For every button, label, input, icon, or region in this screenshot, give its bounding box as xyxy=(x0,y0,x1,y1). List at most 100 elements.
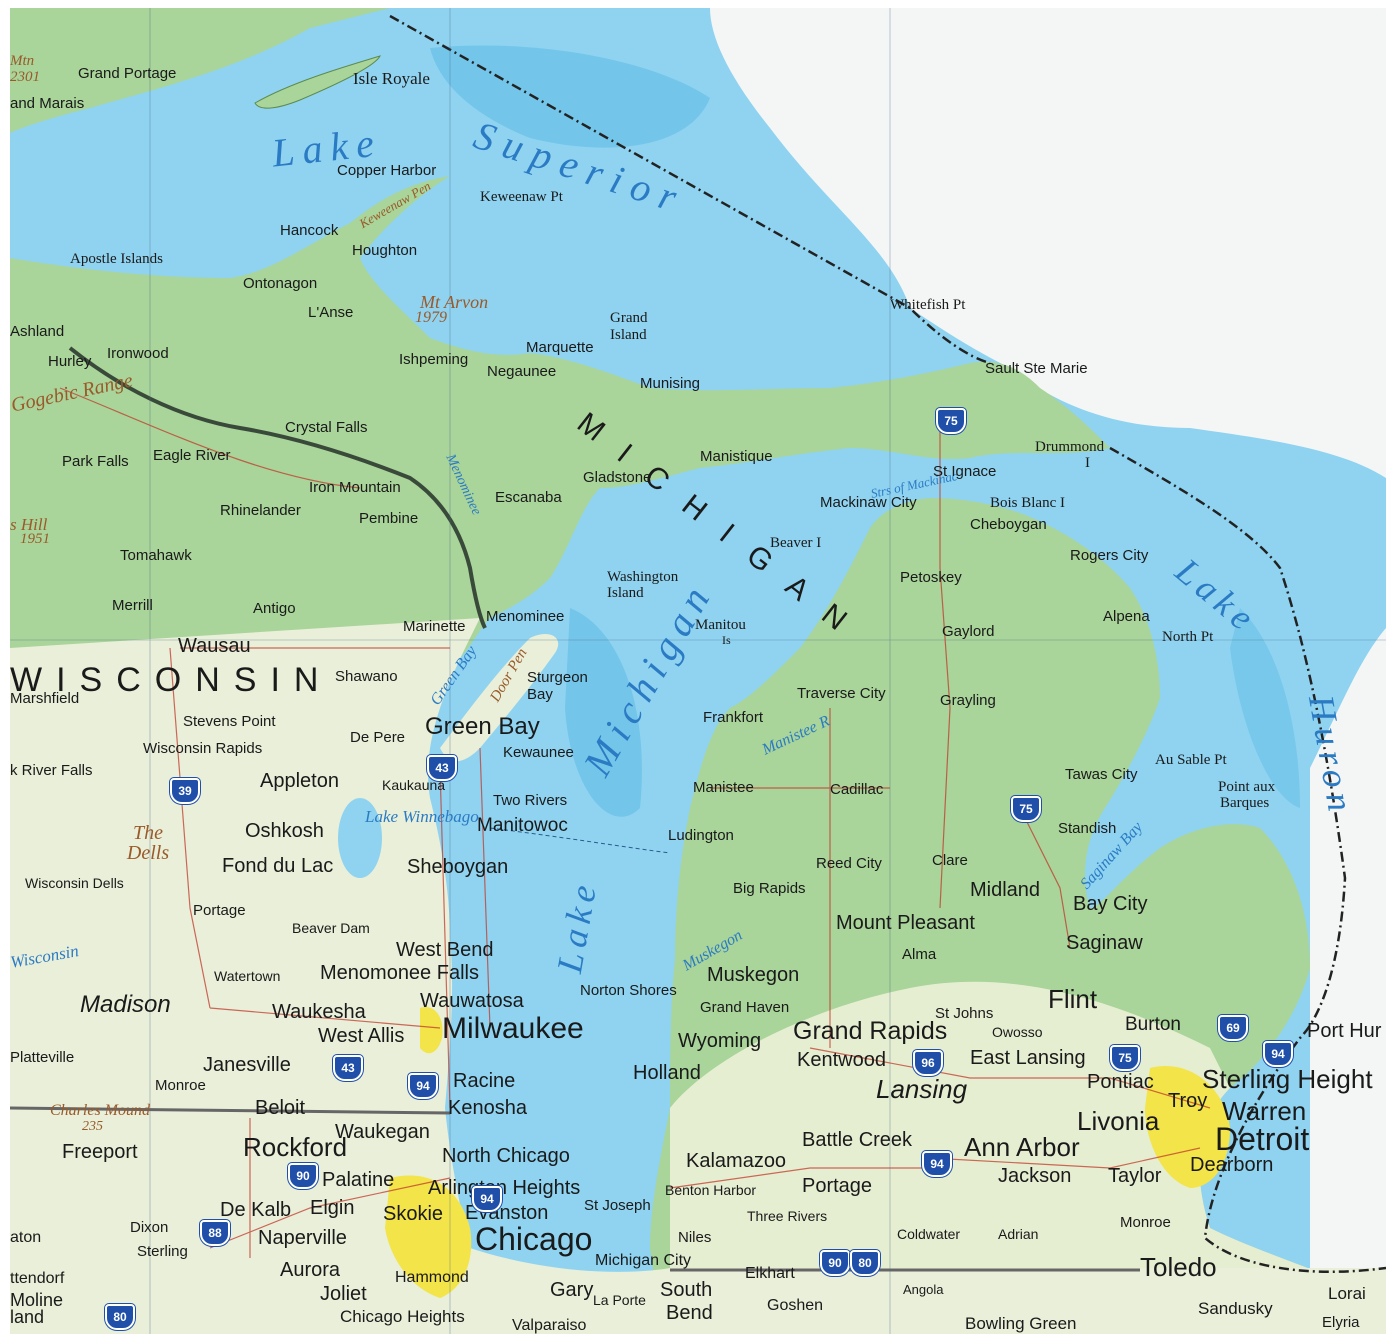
place-aurora: Aurora xyxy=(280,1259,341,1281)
apostle-islands-label: Apostle Islands xyxy=(70,251,163,267)
place-petoskey: Petoskey xyxy=(900,569,962,586)
place-madison: Madison xyxy=(80,991,171,1018)
place-negaunee: Negaunee xyxy=(487,363,557,380)
place-hammond: Hammond xyxy=(395,1269,469,1286)
place-moline: Moline xyxy=(10,1290,64,1310)
place-sheboygan: Sheboygan xyxy=(407,856,509,878)
place-platteville: Platteville xyxy=(10,1049,75,1066)
map-frame[interactable]: Lake Superior Lake Michigan Lake Huron G… xyxy=(10,8,1386,1334)
place-cadillac: Cadillac xyxy=(830,781,884,798)
lake-winnebago-label: Lake Winnebago xyxy=(365,807,479,826)
mtn-elev: 2301 xyxy=(10,69,40,85)
place-portage-wi: Portage xyxy=(193,902,246,919)
roads xyxy=(59,387,1211,1258)
place-sandusky: Sandusky xyxy=(1198,1299,1273,1318)
place-north-chicago: North Chicago xyxy=(442,1145,570,1167)
place-sterling: Sterling xyxy=(137,1243,188,1260)
place-dixon: Dixon xyxy=(130,1219,169,1236)
grand-island-label-1: Grand xyxy=(610,310,648,326)
beaver-i-label: Beaver I xyxy=(770,535,822,551)
place-waukegan: Waukegan xyxy=(335,1121,430,1143)
place-benton-harbor: Benton Harbor xyxy=(665,1182,757,1198)
place-la-porte: La Porte xyxy=(593,1292,646,1308)
place-marinette: Marinette xyxy=(403,618,466,635)
north-pt-label: North Pt xyxy=(1162,629,1214,645)
point-aux-label-2: Barques xyxy=(1220,795,1270,811)
place-merrill: Merrill xyxy=(112,597,153,614)
manitou-label-2: Is xyxy=(722,633,731,647)
place-park-falls: Park Falls xyxy=(62,453,129,470)
keweenaw-pt-label: Keweenaw Pt xyxy=(480,189,563,205)
place-kenosha: Kenosha xyxy=(448,1097,527,1119)
place-ashland: Ashland xyxy=(10,323,65,340)
place-niles: Niles xyxy=(678,1229,712,1246)
place-kewaunee: Kewaunee xyxy=(503,744,574,761)
place-valparaiso: Valparaiso xyxy=(512,1317,587,1334)
place-two-rivers: Two Rivers xyxy=(493,792,568,809)
place-arlington-heights: Arlington Heights xyxy=(428,1177,581,1199)
place-midland: Midland xyxy=(970,879,1041,901)
place-rogers-city: Rogers City xyxy=(1070,547,1149,564)
place-three-rivers: Three Rivers xyxy=(747,1208,828,1224)
place-norton-shores: Norton Shores xyxy=(580,982,677,999)
place-beloit: Beloit xyxy=(255,1097,306,1119)
place-grand-marais: and Marais xyxy=(10,95,85,112)
place-alpena: Alpena xyxy=(1103,608,1150,625)
place-west-allis: West Allis xyxy=(318,1025,405,1047)
interstate-shield-69: 69 xyxy=(1218,1015,1248,1041)
place-pembine: Pembine xyxy=(359,510,419,527)
map-base xyxy=(10,8,1386,1334)
place-alma: Alma xyxy=(902,946,937,963)
place-oshkosh: Oshkosh xyxy=(245,820,324,842)
place-grand-rapids: Grand Rapids xyxy=(793,1017,948,1045)
charles-mound-elev: 235 xyxy=(82,1119,103,1134)
place-holland: Holland xyxy=(633,1062,701,1084)
place-wyoming: Wyoming xyxy=(678,1030,762,1052)
place-ishpeming: Ishpeming xyxy=(399,351,469,368)
place-kendorf: ttendorf xyxy=(10,1270,65,1287)
place-elgin: Elgin xyxy=(310,1197,355,1219)
place-traverse-city: Traverse City xyxy=(797,685,886,702)
place-naperville: Naperville xyxy=(258,1227,347,1249)
place-crystal-falls: Crystal Falls xyxy=(285,419,368,436)
place-bay-city: Bay City xyxy=(1073,893,1148,915)
interstate-shield-90-indiana: 90 xyxy=(820,1250,850,1276)
point-aux-label-1: Point aux xyxy=(1218,779,1276,795)
place-michigan-city: Michigan City xyxy=(595,1252,692,1269)
place-ann-arbor: Ann Arbor xyxy=(964,1132,1080,1162)
place-de-pere: De Pere xyxy=(350,729,406,746)
place-owosso: Owosso xyxy=(992,1024,1043,1040)
deep-water-huron xyxy=(1230,608,1300,808)
mtn-label: Mtn xyxy=(10,53,35,69)
place-beaver-dam: Beaver Dam xyxy=(292,920,370,936)
place-toledo: Toledo xyxy=(1140,1252,1217,1282)
place-menomonee-falls: Menomonee Falls xyxy=(320,962,479,984)
place-kentwood: Kentwood xyxy=(797,1049,886,1071)
place-tomahawk: Tomahawk xyxy=(120,547,192,564)
place-racine: Racine xyxy=(453,1070,516,1092)
place-troy: Troy xyxy=(1168,1090,1208,1112)
intl-boundary-superior xyxy=(389,14,991,365)
deep-water-michigan xyxy=(565,608,642,817)
wisconsin-state-label: WISCONSIN xyxy=(10,661,333,699)
charles-mound-label: Charles Mound xyxy=(50,1102,150,1119)
wi-mi-border xyxy=(68,346,487,629)
milwaukee-metro xyxy=(420,1007,443,1054)
place-marshfield: Marshfield xyxy=(10,690,80,707)
place-eagle-river: Eagle River xyxy=(153,447,231,464)
interstate-shield-96: 96 xyxy=(913,1050,943,1076)
door-peninsula xyxy=(440,633,559,762)
graticule-lines xyxy=(10,8,1386,1334)
place-stevens-point: Stevens Point xyxy=(183,713,276,730)
place-iron-mountain: Iron Mountain xyxy=(309,479,401,496)
mt-arvon-elev: 1979 xyxy=(415,309,447,326)
place-south-bend-1: South xyxy=(660,1279,713,1301)
place-clare: Clare xyxy=(932,852,968,869)
place-ontonagon: Ontonagon xyxy=(243,275,318,292)
place-bowling-green: Bowling Green xyxy=(965,1314,1077,1333)
place-ironwood: Ironwood xyxy=(107,345,169,362)
washington-island-label-1: Washington xyxy=(607,569,679,585)
place-green-bay: Green Bay xyxy=(425,713,540,740)
place-st-joseph: St Joseph xyxy=(584,1197,651,1214)
lake-winnebago-water xyxy=(338,798,382,878)
